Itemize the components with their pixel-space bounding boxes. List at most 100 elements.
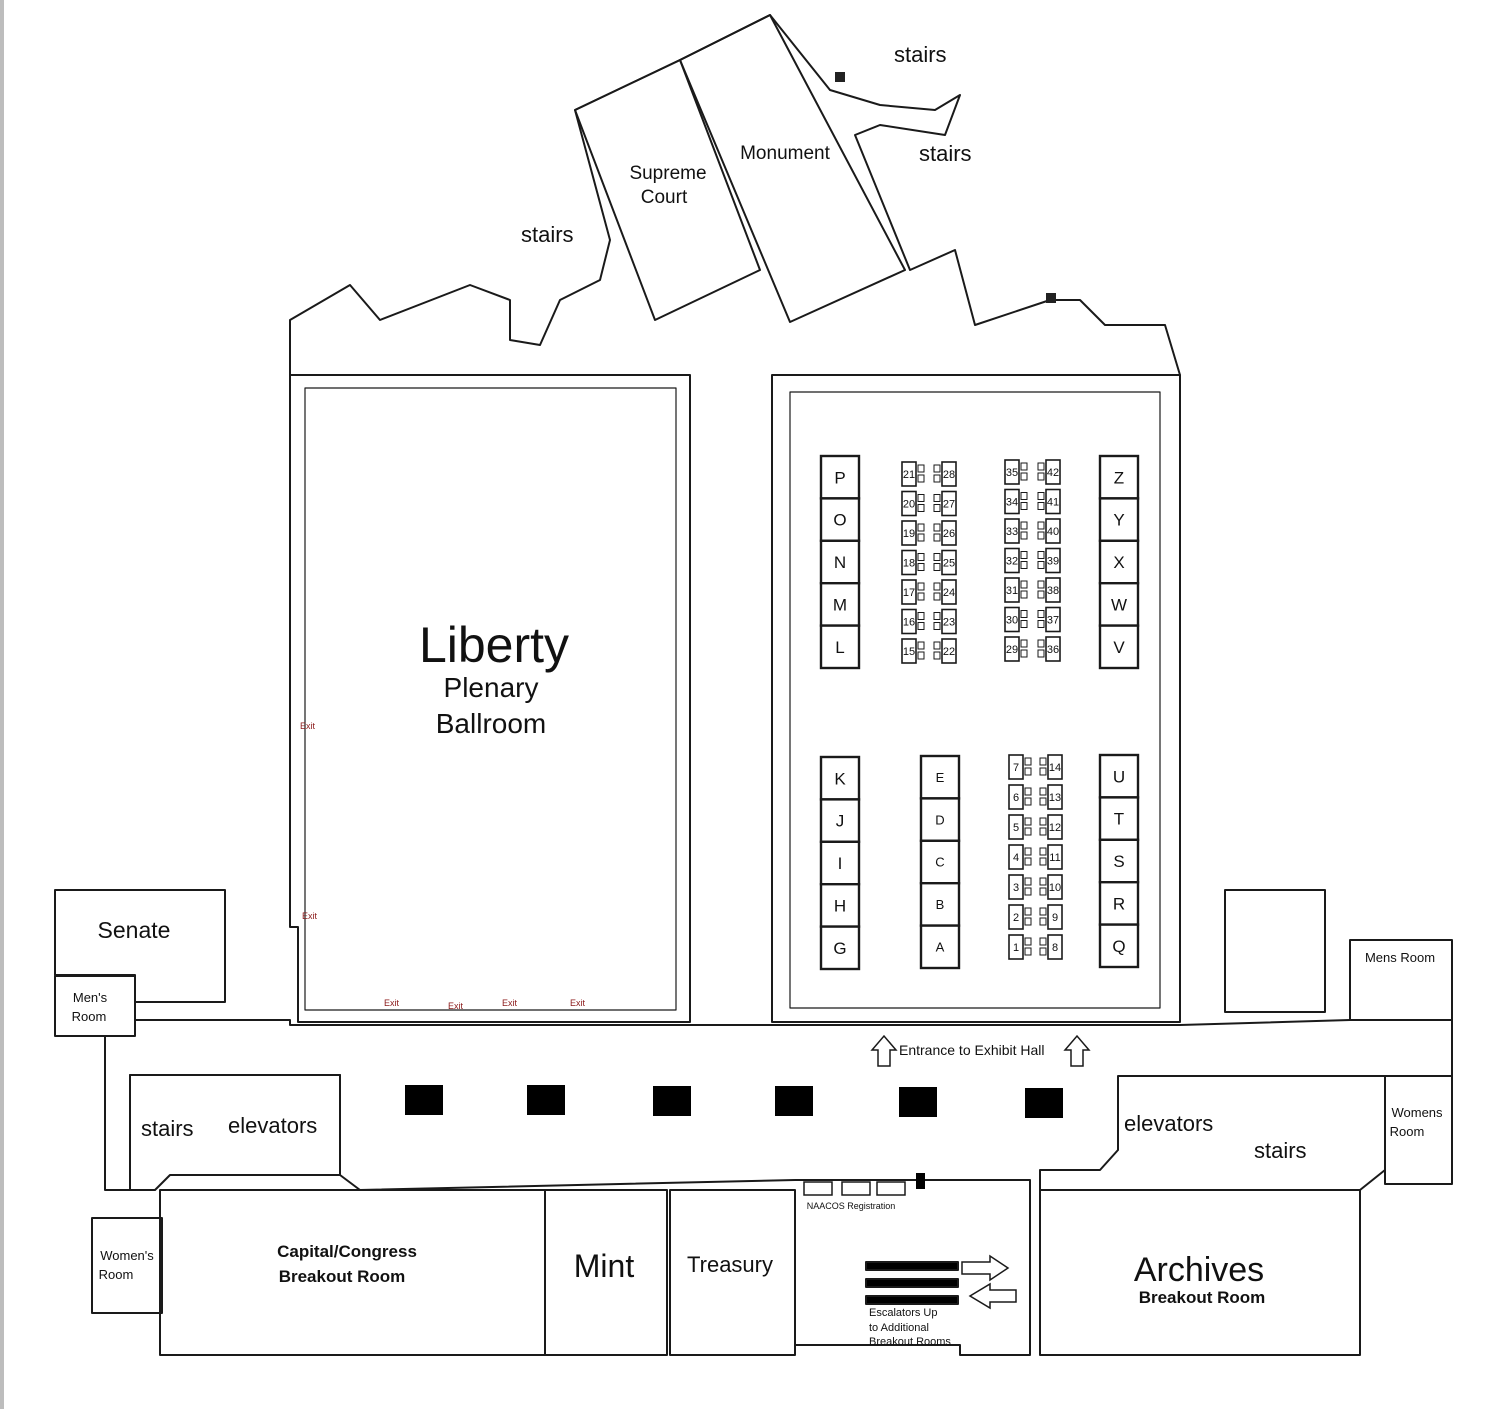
chair: [1037, 580, 1045, 589]
exhibit-booth-label: 9: [1052, 912, 1058, 924]
archives-room: [1039, 1189, 1361, 1356]
exhibit-booth-label: V: [1113, 638, 1125, 657]
exhibit-booth: [941, 490, 957, 517]
chair: [917, 651, 925, 660]
exhibit-booth: [819, 925, 861, 971]
chair: [1039, 907, 1047, 916]
arrow-up-icon: [870, 1034, 898, 1067]
liberty-subtitle-1: Plenary: [443, 672, 539, 703]
exhibit-booth-label: 26: [943, 528, 955, 540]
exhibit-booth-label: 39: [1047, 555, 1059, 567]
chair: [1039, 877, 1047, 886]
exhibit-booth-label: D: [935, 812, 944, 827]
senate-room: [54, 889, 226, 1003]
chair: [1024, 797, 1032, 806]
liberty-title: Liberty: [418, 617, 570, 673]
exhibit-booth-label: 42: [1047, 467, 1059, 479]
exhibit-booth-label: A: [936, 939, 945, 954]
exhibit-booth: [901, 638, 917, 664]
exit-label: Exit: [384, 998, 400, 1008]
escalators-label-3: Breakout Rooms: [869, 1336, 951, 1348]
exhibit-booth: [819, 454, 861, 500]
chair: [933, 553, 941, 561]
exhibit-booth-label: 5: [1013, 822, 1019, 834]
exhibit-booth: [819, 582, 861, 627]
exhibit-booth: [901, 579, 917, 605]
exhibit-booth-label: 3: [1013, 882, 1019, 894]
chair: [1039, 817, 1047, 826]
chair: [917, 464, 925, 473]
exhibit-booth: [1098, 497, 1140, 542]
chair: [1037, 639, 1045, 648]
chair: [917, 641, 925, 650]
chair: [1020, 620, 1028, 628]
exhibit-booth-label: 30: [1006, 614, 1018, 626]
chair: [1024, 757, 1032, 766]
stair-marker-icon: [835, 72, 845, 82]
chair: [1037, 531, 1045, 540]
chair: [1037, 610, 1045, 618]
mens-room-left-label-2: Room: [71, 1009, 107, 1024]
exhibit-booth-label: 11: [1049, 852, 1060, 864]
chair: [933, 563, 941, 571]
exhibit-booth: [1004, 577, 1020, 603]
chair: [917, 582, 925, 591]
north-corridor: [289, 14, 1181, 376]
exit-label: Exit: [300, 721, 316, 731]
chair: [1039, 827, 1047, 836]
chair: [917, 474, 925, 483]
stairs-left-label: stairs: [141, 1116, 194, 1141]
chair: [1020, 502, 1028, 510]
registration-table: [876, 1181, 906, 1196]
pillar: [653, 1086, 691, 1116]
chair: [1024, 787, 1032, 796]
chair: [917, 494, 925, 502]
exhibit-booth: [941, 520, 957, 546]
exhibit-booth: [819, 840, 861, 886]
exhibit-booth-label: 19: [903, 528, 915, 540]
chair: [933, 504, 941, 512]
exhibit-booth-label: 36: [1047, 644, 1059, 656]
chair: [1039, 857, 1047, 866]
archives-label-1: Archives: [1133, 1251, 1265, 1289]
mens-room-right-label: Mens Room: [1364, 950, 1436, 965]
exhibit-booth-label: 16: [903, 616, 915, 628]
chair: [933, 622, 941, 630]
chair: [1024, 917, 1032, 926]
womens-room-right-label-1: Womens: [1391, 1105, 1443, 1120]
exhibit-booth: [1047, 844, 1063, 870]
escalator-3: [865, 1295, 959, 1305]
exhibit-booth: [1008, 934, 1024, 960]
exhibit-booth: [1008, 754, 1024, 780]
chair: [1037, 649, 1045, 658]
pillar: [1025, 1088, 1063, 1118]
mens-room-left: [54, 975, 136, 1037]
exhibit-booth-label: H: [834, 897, 846, 916]
chair: [917, 612, 925, 620]
chair: [1039, 757, 1047, 766]
chair: [1024, 827, 1032, 836]
exhibit-booth: [1047, 874, 1063, 900]
treasury-room: [669, 1189, 796, 1356]
chair: [1024, 907, 1032, 916]
exhibit-booth-label: 6: [1013, 792, 1019, 804]
escalators-label-2: to Additional: [869, 1322, 929, 1334]
exhibit-booth: [941, 638, 957, 664]
exhibit-booth-label: O: [833, 511, 846, 530]
chair: [1024, 937, 1032, 946]
exhibit-booth: [901, 549, 917, 576]
chair: [1020, 649, 1028, 658]
exhibit-booth-label: Y: [1113, 511, 1124, 530]
exhibit-booth: [1008, 874, 1024, 900]
exhibit-hall-outline: [771, 374, 1181, 1023]
main-corridor-left-wall: [104, 1036, 796, 1191]
exhibit-booth-label: 31: [1006, 585, 1018, 597]
arrow-up-icon: [1063, 1034, 1091, 1067]
stairs-north-2: stairs: [919, 141, 972, 166]
chair: [1024, 877, 1032, 886]
exhibit-booth: [1045, 488, 1061, 515]
exhibit-booth-label: 21: [903, 469, 915, 481]
exhibit-booth-label: R: [1113, 895, 1125, 914]
pillar: [527, 1085, 565, 1115]
